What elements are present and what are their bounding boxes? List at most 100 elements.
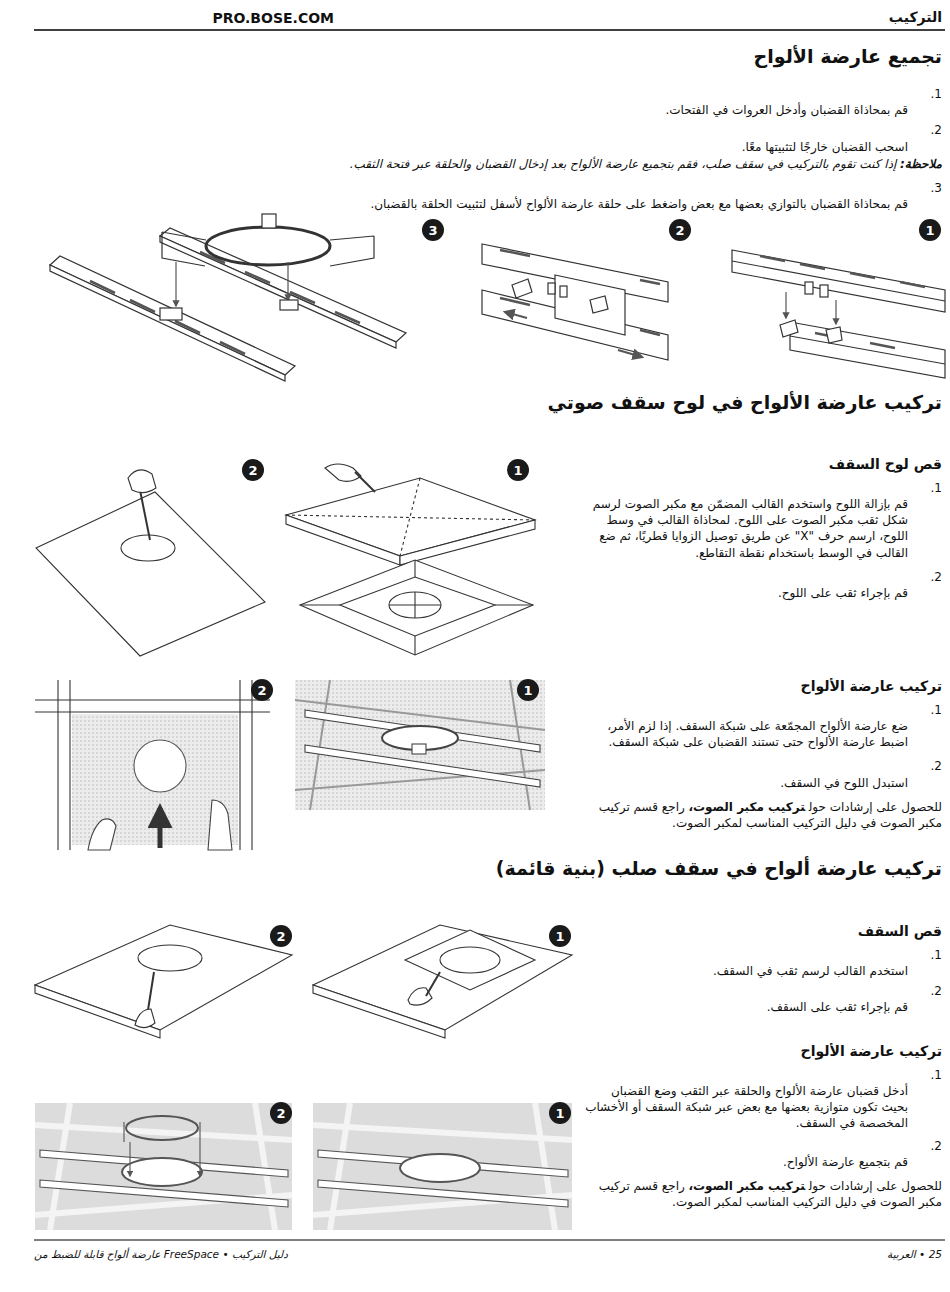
illustration-part	[126, 1116, 198, 1140]
illustration-part	[760, 256, 925, 287]
illustration-part	[313, 925, 572, 1030]
illustration-part	[790, 322, 945, 378]
callout-number: 2	[270, 1102, 292, 1124]
step-text: أدخل قضبان عارضة الألواح والحلقة عبر الث…	[582, 1083, 908, 1132]
page-header-title: التركيب	[889, 9, 942, 25]
text-block: تركيب عارضة الألواح في لوح سقف صوتي	[322, 390, 942, 415]
callout-text: 1	[555, 1106, 564, 1121]
illustration-part	[295, 680, 545, 810]
illustration-part	[208, 800, 232, 850]
callout-number: 1	[517, 679, 539, 701]
illustration-part	[35, 680, 545, 850]
step-number: 1.	[931, 481, 942, 495]
illustration-part	[280, 300, 298, 310]
step-number: 1.	[931, 703, 942, 717]
illustration-part	[300, 604, 340, 605]
callout-number: 2	[270, 925, 292, 947]
illustration-part	[160, 228, 406, 342]
illustration-part	[175, 262, 176, 306]
sub-heading: تركيب عارضة الألواح	[801, 678, 942, 694]
text-block: تركيب عارضة ألواح في سقف صلب (بنية قائمة…	[322, 856, 942, 881]
illustration-part	[400, 478, 420, 556]
illustration-part	[400, 520, 535, 565]
step-text: ضع عارضة الألواح المجمّعة على شبكة السقف…	[582, 718, 908, 750]
illustration-part	[121, 535, 175, 561]
step-row: 3.قم بمحاذاة القضبان بالتوازي بعضها مع ب…	[342, 180, 942, 212]
callout-text: 2	[675, 223, 684, 238]
step-number: 1.	[931, 948, 942, 962]
illustration-part	[785, 292, 786, 318]
illustration-part	[122, 1158, 202, 1186]
callout-number: 2	[251, 679, 273, 701]
section-heading: تركيب عارضة الألواح في لوح سقف صوتي	[548, 391, 942, 413]
sub-heading: قص السقف	[858, 923, 942, 939]
step-number: 2.	[931, 123, 942, 137]
step-row: 1.قم بإزالة اللوح واستخدم القالب المضمّن…	[582, 480, 942, 561]
callout-text: 2	[257, 683, 266, 698]
illustration-part	[440, 947, 500, 973]
illustration-part	[36, 492, 265, 656]
illustration-part	[286, 515, 400, 565]
step-text: قم بمحاذاة القضبان بالتوازي بعضها مع بعض…	[342, 196, 908, 212]
illustration-part	[618, 350, 642, 357]
illustration-part	[500, 250, 660, 335]
illustration-part	[355, 472, 375, 492]
note-label: ملاحظة:	[900, 157, 942, 171]
body-text: تركيب مكبر الصوت،	[688, 1179, 805, 1193]
illustration-part	[206, 227, 330, 265]
illustration-part	[160, 308, 182, 320]
step-row: 2.استبدل اللوح في السقف.	[582, 758, 942, 790]
step-text: قم بإجراء ثقب على اللوح.	[582, 585, 908, 601]
text-block: تركيب عارضة الألواح	[582, 677, 942, 696]
step-number: 1.	[931, 87, 942, 101]
callout-text: 1	[925, 223, 934, 238]
site-url: PRO.BOSE.COM	[212, 10, 334, 26]
illustration-part	[555, 275, 625, 335]
callout-number: 2	[669, 219, 691, 241]
illustration-part	[389, 592, 441, 618]
illustration-part	[148, 972, 154, 1010]
callout-text: 2	[276, 1106, 285, 1121]
step-row: 2.قم بإجراء ثقب على السقف.	[582, 983, 942, 1015]
step-text: استخدم القالب لرسم ثقب في السقف.	[582, 963, 908, 979]
callout-number: 1	[919, 219, 941, 241]
illustration-part	[318, 1180, 568, 1207]
illustration-part	[35, 1103, 292, 1230]
sub-heading: تركيب عارضة الألواح	[801, 1043, 942, 1059]
illustration-part	[732, 250, 945, 378]
illustration-part	[414, 560, 415, 577]
sub-heading: قص لوح السقف	[829, 456, 942, 472]
callout-text: 3	[428, 223, 437, 238]
illustration-part	[128, 470, 156, 493]
body-text: إذا كنت تقوم بالتركيب في سقف صلب، فقم بت…	[350, 157, 897, 171]
step-row: 2.قم بإجراء ثقب على اللوح.	[582, 569, 942, 601]
illustration-part	[780, 320, 798, 337]
callout-text: 1	[555, 929, 564, 944]
step-row: 1. استخدم القالب لرسم ثقب في السقف.	[582, 947, 942, 979]
illustration-part	[35, 1103, 572, 1230]
illustration-part	[88, 819, 116, 850]
callout-number: 1	[549, 925, 571, 947]
body-text: تركيب مكبر الصوت،	[688, 800, 805, 814]
step-number: 1.	[931, 1068, 942, 1082]
text-block: تركيب عارضة الألواح	[582, 1042, 942, 1061]
illustration-part	[35, 680, 270, 850]
section-heading: تركيب عارضة ألواح في سقف صلب (بنية قائمة…	[496, 857, 942, 879]
text-block: PRO.BOSE.COM	[34, 9, 334, 28]
illustration-part	[313, 1103, 572, 1230]
illustration-part	[790, 336, 945, 364]
illustration-part	[414, 592, 415, 618]
callout-text: 1	[513, 463, 522, 478]
step-number: 2.	[931, 759, 942, 773]
text-block: قص لوح السقف	[582, 455, 942, 474]
callout-text: 1	[523, 683, 532, 698]
illustration-part	[495, 604, 533, 605]
step-text: قم بإجراء ثقب على السقف.	[582, 999, 908, 1015]
illustration-part	[262, 214, 276, 228]
illustration-part	[482, 244, 668, 360]
step-number: 2.	[931, 1139, 942, 1153]
illustration-part	[560, 286, 567, 297]
step-row: 1. ضع عارضة الألواح المجمّعة على شبكة الس…	[582, 702, 942, 751]
illustration-part	[140, 490, 150, 540]
